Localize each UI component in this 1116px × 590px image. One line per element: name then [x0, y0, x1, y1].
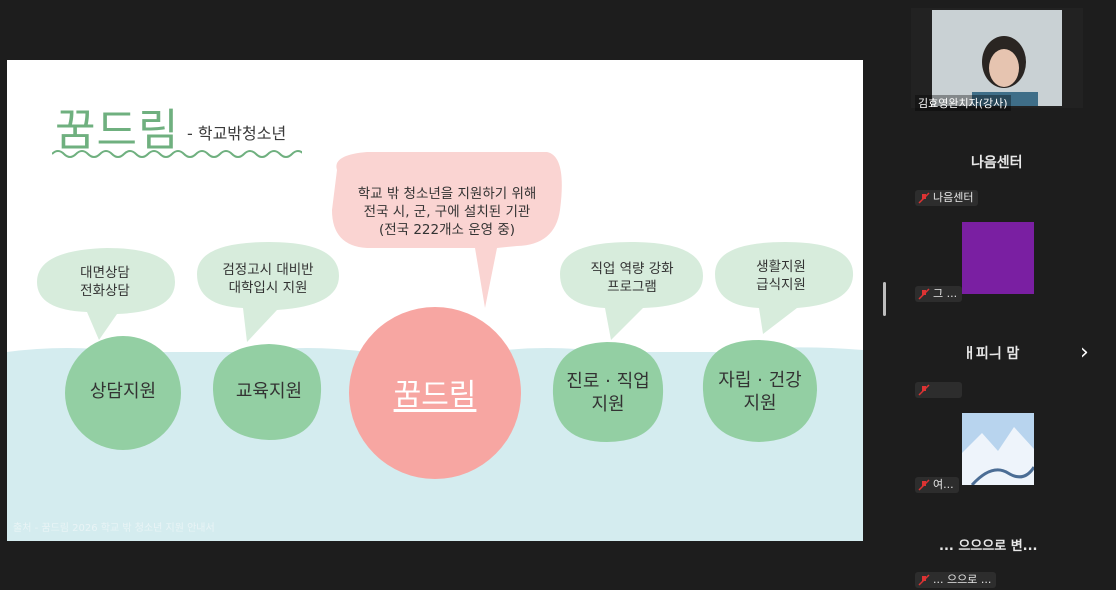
- participant-name-naeum: 나음센터: [971, 155, 1023, 171]
- circle-line: 지원: [591, 394, 625, 415]
- circle-center: [349, 307, 521, 479]
- mic-off-icon: [918, 192, 930, 204]
- circle-line: 지원: [743, 393, 777, 414]
- title-squiggle: [52, 150, 302, 158]
- circle-living-label: 자립 · 건강 지원: [703, 369, 817, 415]
- participant-label-3: [915, 382, 962, 398]
- bubble-line: 생활지원: [756, 259, 806, 275]
- next-page-chevron-icon[interactable]: ›: [1080, 340, 1089, 365]
- participants-sidebar: 김효영완치자(강사) 나음센터 나음센터 그 ... ㅐ피ㅢ 맘 여... ..…: [905, 0, 1116, 590]
- speaker-name-tag: 김효영완치자(강사): [915, 95, 1011, 111]
- mic-off-icon: [918, 479, 930, 491]
- bubble-living-text: 생활지원 급식지원: [731, 258, 831, 294]
- bubble-line: 직업 역량 강화: [590, 261, 674, 277]
- circle-line: 교육지원: [235, 381, 303, 402]
- bubble-career: [560, 242, 703, 340]
- circle-living: [702, 340, 817, 442]
- bubble-education: [197, 242, 339, 342]
- bubble-line: 대학입시 지원: [228, 280, 308, 296]
- participant-label-5: ... 으으로 ...: [915, 572, 997, 588]
- top-bubble-line3: (전국 222개소 운영 중): [378, 222, 516, 238]
- circle-counseling: [65, 336, 181, 450]
- circle-line: 상담지원: [89, 381, 157, 402]
- bubble-line: 검정고시 대비반: [222, 262, 314, 278]
- circle-line: 자립 · 건강: [718, 370, 802, 391]
- top-bubble-line1: 학교 밖 청소년을 지원하기 위해: [357, 186, 537, 202]
- participant-label-4: 여...: [915, 477, 959, 493]
- participant-label-text: 여...: [933, 478, 954, 491]
- bubble-living: [715, 242, 854, 334]
- bubble-career-text: 직업 역량 강화 프로그램: [569, 260, 695, 296]
- mic-off-icon: [918, 574, 930, 586]
- top-bubble-line2: 전국 시, 군, 구에 설치된 기관: [363, 204, 531, 220]
- mic-off-icon: [918, 384, 930, 396]
- circle-career-label: 진로 · 직업 지원: [553, 370, 663, 416]
- source-caption: 출처 - 꿈드림 2026 학교 밖 청소년 지원 안내서: [13, 523, 215, 534]
- snow-landscape-image: [962, 413, 1036, 487]
- participant-label-text: 그 ...: [933, 287, 958, 300]
- mic-off-icon: [918, 288, 930, 300]
- person-avatar: [932, 10, 1062, 106]
- circle-career: [552, 342, 664, 442]
- bubble-line: 대면상담: [80, 265, 130, 281]
- bubble-education-text: 검정고시 대비반 대학입시 지원: [205, 261, 331, 297]
- circle-education: [212, 344, 322, 440]
- circle-counseling-label: 상담지원: [73, 380, 173, 403]
- participant-name-5: ... 으으으로 변...: [939, 539, 1038, 554]
- bubble-line: 전화상담: [80, 283, 130, 299]
- shared-slide: 꿈드림 - 학교밖청소년 학교 밖 청소년을 지원하기 위해 전국 시, 군, …: [7, 60, 863, 541]
- circle-education-label: 교육지원: [217, 380, 321, 403]
- participant-label-2: 그 ...: [915, 286, 963, 302]
- participant-thumbnail-purple[interactable]: [962, 222, 1034, 294]
- top-speech-bubble: [332, 152, 562, 308]
- scrollbar[interactable]: [883, 282, 886, 316]
- speaker-video: [932, 10, 1062, 106]
- center-label: 꿈드림: [393, 378, 477, 413]
- bubble-line: 급식지원: [756, 277, 806, 293]
- participant-label-naeum: 나음센터: [915, 190, 979, 206]
- diagram-shapes: [37, 152, 854, 479]
- participant-name-3: ㅐ피ㅢ 맘: [963, 346, 1020, 362]
- participant-label-text: 나음센터: [933, 191, 974, 204]
- participant-thumbnail-snow[interactable]: [962, 413, 1036, 487]
- bubble-line: 프로그램: [607, 279, 657, 295]
- top-bubble-text: 학교 밖 청소년을 지원하기 위해 전국 시, 군, 구에 설치된 기관 (전국…: [337, 185, 557, 239]
- bubble-counseling: [37, 248, 175, 340]
- participant-label-text: ... 으으로 ...: [933, 573, 992, 586]
- bubble-counseling-text: 대면상담 전화상담: [55, 264, 155, 300]
- speaker-video-tile[interactable]: 김효영완치자(강사): [911, 8, 1083, 111]
- slide-subtitle: - 학교밖청소년: [187, 124, 287, 143]
- circle-line: 진로 · 직업: [566, 371, 650, 392]
- slide-title: 꿈드림: [55, 105, 180, 156]
